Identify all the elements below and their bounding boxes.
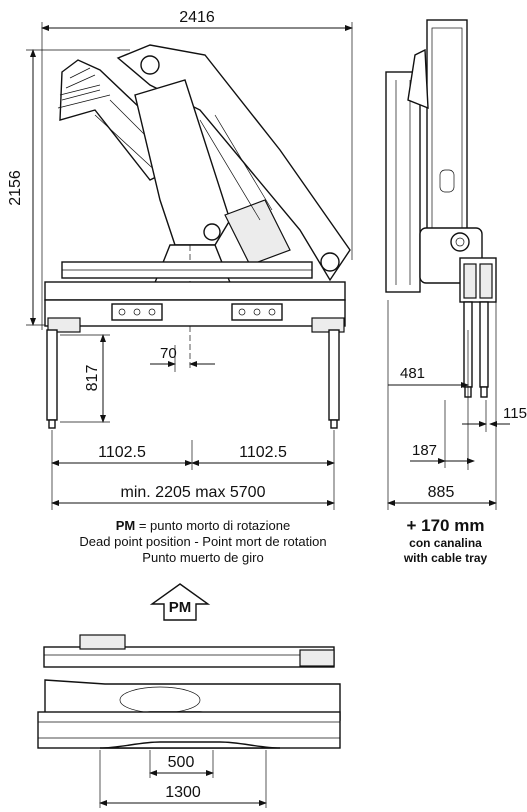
dim-offset: 70	[160, 345, 177, 362]
base-beam	[44, 299, 346, 327]
pm-arrow-shape	[149, 583, 211, 621]
left-stabilizer-leg	[46, 329, 58, 421]
pm-legend: PM = punto morto di rotazione Dead point…	[38, 518, 368, 566]
dim-side-187: 187	[412, 442, 437, 459]
pm-arrow-label: PM	[169, 599, 192, 616]
front-view: 2416 2156	[7, 9, 353, 510]
right-stabilizer-leg	[328, 329, 340, 421]
dim-span-range: min. 2205 max 5700	[121, 484, 266, 501]
pm-legend-line-en-fr: Dead point position - Point mort de rota…	[79, 534, 327, 549]
base-frame	[44, 281, 346, 301]
top-boom	[43, 646, 335, 668]
dim-half-left: 1102.5	[98, 444, 146, 461]
main-cylinder	[224, 199, 291, 266]
dim-leg-height: 817	[84, 365, 101, 392]
dim-side-115: 115	[503, 405, 527, 422]
dim-overall-width: 2416	[179, 9, 215, 26]
pm-legend-definition: = punto morto di rotazione	[135, 518, 291, 533]
pm-legend-abbr: PM	[115, 518, 136, 533]
dim-height: 2156	[7, 170, 24, 206]
dim-top-1300: 1300	[165, 784, 201, 801]
cable-tray-extra: + 170 mm	[406, 516, 485, 535]
dim-side-885: 885	[428, 484, 455, 501]
cable-tray-en: with cable tray	[403, 551, 488, 565]
side-leg-right	[479, 301, 489, 388]
cable-tray-it: con canalina	[409, 536, 482, 550]
dim-top-500: 500	[168, 754, 195, 771]
cable-tray-note: + 170 mm con canalina with cable tray	[378, 516, 513, 566]
side-boom	[385, 71, 421, 293]
side-view: 481 115 187 885	[385, 19, 527, 510]
pm-arrow: PM	[149, 583, 211, 621]
dim-half-right: 1102.5	[239, 444, 287, 461]
pm-legend-line-es: Punto muerto de giro	[142, 550, 264, 565]
top-view: 500 1300	[37, 634, 341, 808]
side-column	[426, 19, 468, 249]
pm-legend-line-it: PM = punto morto di rotazione	[38, 518, 368, 534]
dim-side-481: 481	[400, 365, 425, 382]
top-base-plate	[99, 741, 281, 749]
